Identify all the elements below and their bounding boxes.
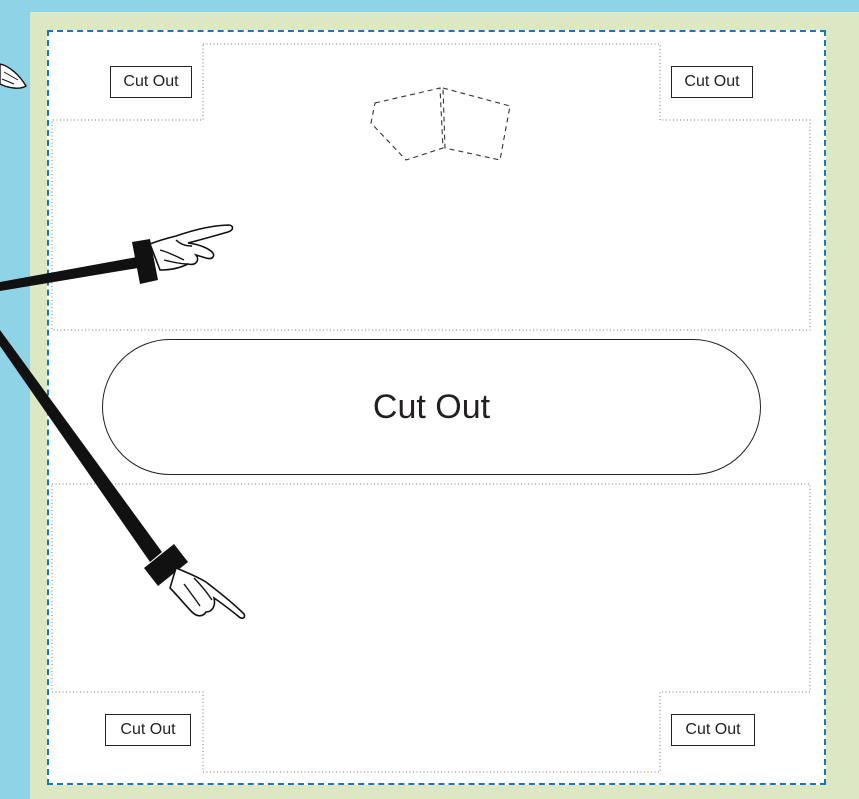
cut-out-label-top-right: Cut Out <box>671 66 753 98</box>
cut-out-label-bottom-right: Cut Out <box>671 714 755 746</box>
pointing-hand-icon <box>0 63 27 89</box>
cut-out-label-bottom-left: Cut Out <box>105 714 191 746</box>
cut-out-center-slot: Cut Out <box>102 339 761 475</box>
cut-out-label-top-left: Cut Out <box>110 66 192 98</box>
